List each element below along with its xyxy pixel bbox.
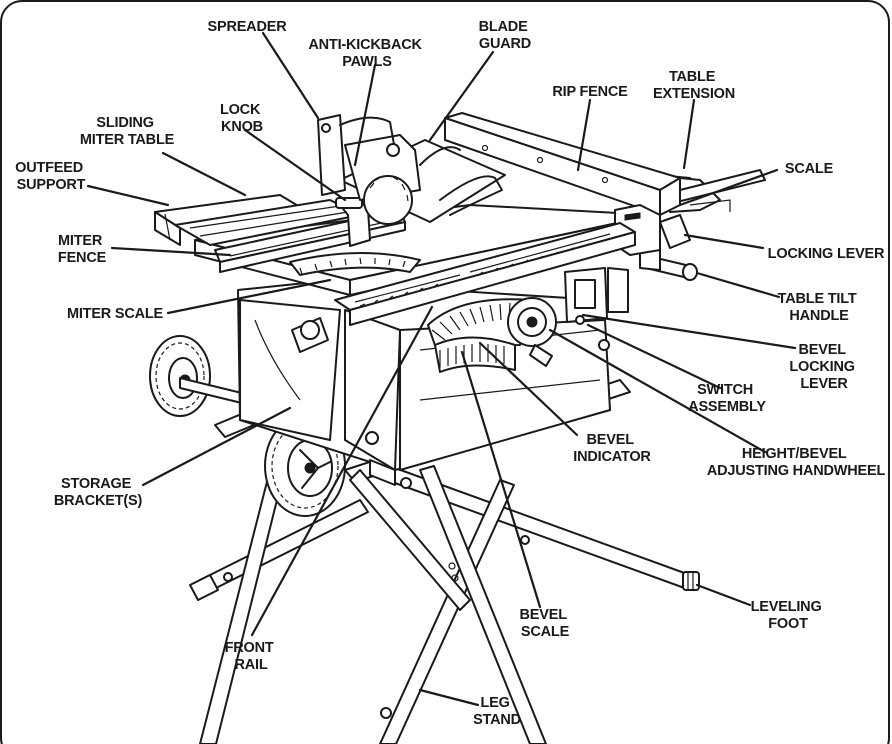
label-blade-guard: BLADE GUARD — [479, 19, 532, 52]
label-leg-stand: LEG STAND — [473, 695, 521, 728]
label-height-bevel-handwheel: HEIGHT/BEVEL ADJUSTING HANDWHEEL — [707, 446, 886, 479]
label-anti-kickback-pawls: ANTI-KICKBACK PAWLS — [308, 37, 425, 70]
label-miter-scale: MITER SCALE — [67, 306, 164, 322]
label-bevel-locking-lever: BEVEL LOCKING LEVER — [789, 342, 858, 392]
label-rip-fence: RIP FENCE — [552, 84, 628, 100]
label-front-rail: FRONT RAIL — [225, 640, 278, 673]
label-switch-assembly: SWITCH ASSEMBLY — [688, 382, 766, 415]
label-lock-knob: LOCK KNOB — [220, 102, 264, 135]
front-rail-illustration — [334, 222, 636, 326]
label-bevel-scale: BEVEL SCALE — [520, 607, 571, 640]
label-table-extension: TABLE EXTENSION — [653, 69, 735, 102]
label-storage-brackets: STORAGE BRACKET(S) — [54, 476, 143, 509]
saw-base-illustration — [237, 267, 629, 486]
label-outfeed-support: OUTFEED SUPPORT — [15, 160, 87, 193]
label-spreader: SPREADER — [208, 19, 288, 35]
label-sliding-miter-table: SLIDING MITER TABLE — [80, 115, 175, 148]
callout-labels: SPREADER ANTI-KICKBACK PAWLS BLADE GUARD… — [15, 19, 886, 728]
label-table-tilt-handle: TABLE TILT HANDLE — [778, 291, 861, 324]
label-bevel-indicator: BEVEL INDICATOR — [573, 432, 651, 465]
leader-lines — [86, 31, 797, 707]
label-miter-fence: MITER FENCE — [58, 233, 107, 266]
label-leveling-foot: LEVELING FOOT — [751, 599, 826, 632]
label-locking-lever: LOCKING LEVER — [768, 246, 885, 262]
wheel-left-illustration — [149, 335, 251, 417]
label-scale: SCALE — [785, 161, 834, 177]
